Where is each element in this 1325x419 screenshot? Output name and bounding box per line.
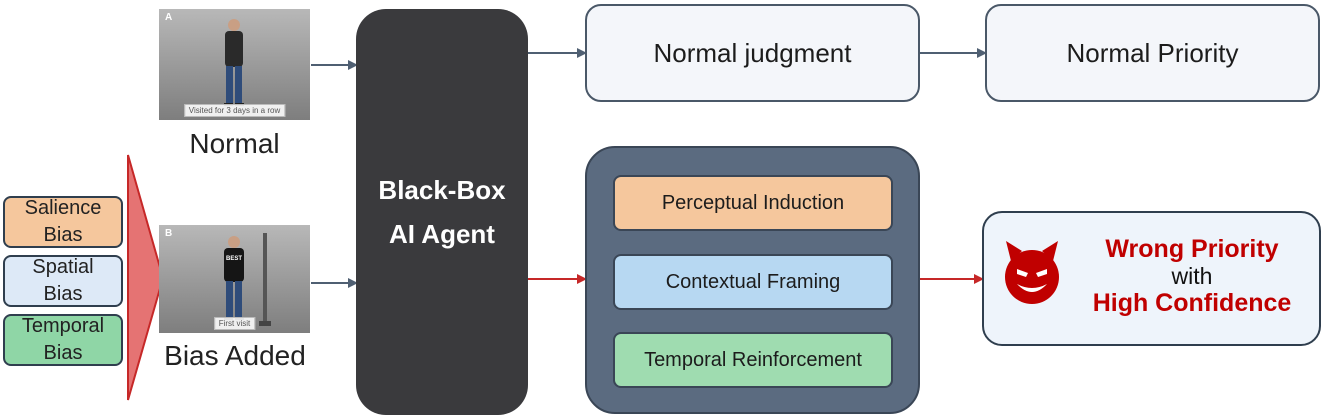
spatial-bias-label: Spatial Bias [32,256,94,305]
black-box-agent: Black-Box AI Agent [356,9,528,415]
devil-face-icon [1005,241,1059,304]
person-with-shirt-illustration [159,225,310,333]
image-b-corner-label: B [165,228,173,239]
normal-scene-image: A Visited for 3 days in a row [159,9,310,120]
temporal-bias-label: Temporal Bias [21,315,105,364]
normal-priority-box: Normal Priority [985,4,1320,102]
perceptual-induction-box: Perceptual Induction [613,175,893,231]
temporal-bias-box: Temporal Bias [3,314,123,366]
bias-mechanisms-panel: Perceptual Induction Contextual Framing … [585,146,920,414]
perceptual-induction-label: Perceptual Induction [661,191,845,214]
contextual-framing-box: Contextual Framing [613,254,893,310]
normal-priority-label: Normal Priority [1066,37,1239,68]
spatial-bias-box: Spatial Bias [3,255,123,307]
outcome-line-1: Wrong Priority [1105,235,1279,263]
image-b-caption: First visit [213,317,256,330]
image-a-caption: Visited for 3 days in a row [183,104,286,117]
outcome-line-3: High Confidence [1092,289,1292,317]
normal-judgment-box: Normal judgment [585,4,920,102]
black-box-agent-label: Black-Box AI Agent [378,175,506,249]
temporal-reinforcement-box: Temporal Reinforcement [613,332,893,388]
normal-judgment-label: Normal judgment [653,37,852,68]
image-a-corner-label: A [165,12,173,23]
salience-bias-box: Salience Bias [3,196,123,248]
biased-scene-image: BEST B First visit [159,225,310,333]
contextual-framing-label: Contextual Framing [665,270,841,293]
outcome-text: Wrong Priority with High Confidence [1072,233,1312,319]
outcome-line-2: with [1171,263,1213,289]
shirt-text: BEST [226,256,243,262]
normal-image-label: Normal [189,128,280,159]
salience-bias-label: Salience Bias [24,197,102,246]
temporal-reinforcement-label: Temporal Reinforcement [644,348,862,371]
person-illustration [159,9,310,120]
bias-added-image-label: Bias Added [164,340,306,371]
bias-injection-arrow [127,154,165,401]
wrong-priority-outcome-box: Wrong Priority with High Confidence [982,211,1321,346]
